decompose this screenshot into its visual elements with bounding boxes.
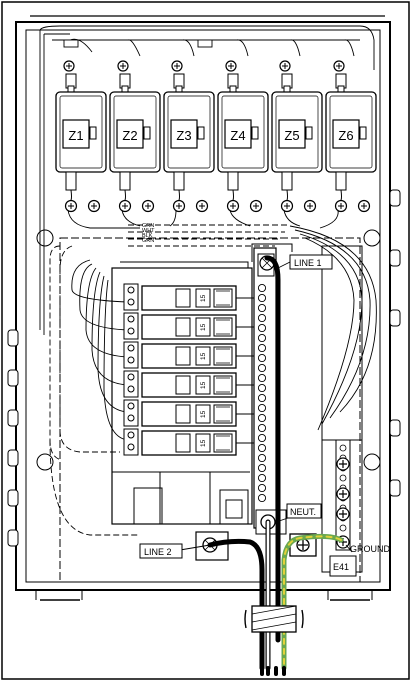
circuit-breaker: 15 bbox=[123, 428, 254, 456]
bus-terminal bbox=[257, 353, 267, 363]
line2-label: LINE 2 bbox=[144, 547, 172, 557]
bus-terminal bbox=[257, 413, 267, 423]
ground-bus-screw-marks bbox=[339, 460, 347, 546]
wire-color-label: WHT bbox=[142, 228, 155, 234]
mounting-holes bbox=[36, 229, 381, 471]
bus-terminal bbox=[257, 343, 267, 353]
zone-label: Z4 bbox=[230, 128, 245, 143]
enclosure bbox=[15, 15, 391, 601]
ground-wire-stripe bbox=[283, 535, 342, 669]
ground-label: GROUND bbox=[350, 544, 390, 554]
wire-color-label: BLK bbox=[142, 233, 153, 239]
bus-terminal bbox=[257, 323, 267, 333]
circuit-breaker: 15 bbox=[123, 341, 254, 369]
bus-terminal bbox=[257, 473, 267, 483]
zone-label: Z2 bbox=[122, 128, 137, 143]
breaker-rating: 15 bbox=[200, 323, 207, 331]
model-label: E41 bbox=[333, 562, 349, 572]
bus-terminal bbox=[257, 493, 267, 503]
zone-label: Z3 bbox=[176, 128, 191, 143]
model-callout: E41 bbox=[329, 555, 357, 577]
circuit-breaker: 15 bbox=[123, 283, 254, 311]
bus-terminal bbox=[257, 303, 267, 313]
zone-valves: Z1 Z2 Z3 Z4 Z5 Z6 bbox=[55, 60, 377, 213]
wire-color-labels: GRN WHT BLK GRN bbox=[142, 223, 155, 244]
neutral-callout: NEUT. bbox=[286, 503, 322, 519]
line1-wire bbox=[264, 255, 281, 643]
breaker-rating: 15 bbox=[200, 352, 207, 360]
cable-clamp bbox=[244, 605, 304, 633]
bus-terminal bbox=[257, 333, 267, 343]
line2-wire bbox=[207, 538, 265, 671]
neutral-bus-terminals bbox=[257, 283, 267, 503]
zone-label: Z6 bbox=[338, 128, 353, 143]
circuit-breaker: 15 bbox=[123, 399, 254, 427]
line1-label: LINE 1 bbox=[294, 258, 322, 268]
line1-callout: LINE 1 bbox=[289, 254, 333, 270]
dashed-wiring bbox=[49, 224, 290, 536]
callout-lines bbox=[179, 261, 353, 553]
side-knockouts-left bbox=[7, 329, 19, 547]
breaker-rating: 15 bbox=[200, 381, 207, 389]
circuit-breaker: 15 bbox=[123, 370, 254, 398]
bus-terminal bbox=[257, 423, 267, 433]
bus-terminal bbox=[257, 463, 267, 473]
bus-terminal bbox=[257, 433, 267, 443]
wire-color-label: GRN bbox=[142, 238, 154, 244]
wire-color-label: GRN bbox=[142, 223, 154, 229]
breaker-rating: 15 bbox=[200, 439, 207, 447]
bus-terminal bbox=[257, 383, 267, 393]
bus-terminal bbox=[257, 313, 267, 323]
bus-terminal bbox=[257, 443, 267, 453]
breaker-rating: 15 bbox=[200, 410, 207, 418]
zone-valve: Z5 bbox=[271, 60, 323, 213]
line2-callout: LINE 2 bbox=[139, 543, 183, 559]
bus-terminal bbox=[257, 393, 267, 403]
side-knockouts-right bbox=[389, 189, 401, 497]
bus-terminal bbox=[257, 453, 267, 463]
ground-terminal bbox=[339, 444, 347, 452]
bus-terminal bbox=[257, 363, 267, 373]
bus-terminal bbox=[257, 283, 267, 293]
zone-valve: Z3 bbox=[163, 60, 215, 213]
zone-valve: Z4 bbox=[217, 60, 269, 213]
bus-terminal bbox=[257, 403, 267, 413]
ground-terminal bbox=[339, 524, 347, 532]
zone-valve: Z2 bbox=[109, 60, 161, 213]
breaker-rating: 15 bbox=[200, 294, 207, 302]
bus-terminal bbox=[257, 483, 267, 493]
service-cables bbox=[207, 255, 344, 676]
bus-terminal bbox=[257, 373, 267, 383]
neutral-label: NEUT. bbox=[290, 507, 316, 517]
bus-terminal bbox=[257, 293, 267, 303]
ground-callout: GROUND bbox=[350, 544, 390, 554]
top-harness bbox=[39, 25, 375, 335]
breaker-panel-frame bbox=[59, 237, 363, 583]
circuit-breaker: 15 bbox=[123, 312, 254, 340]
zone-label: Z1 bbox=[68, 128, 83, 143]
circuit-breakers: 15 15 15 15 15 15 bbox=[123, 283, 254, 456]
zone-label: Z5 bbox=[284, 128, 299, 143]
zone-valve: Z1 bbox=[55, 60, 107, 213]
ground-terminal bbox=[339, 474, 347, 482]
zone-valve: Z6 bbox=[325, 60, 377, 213]
